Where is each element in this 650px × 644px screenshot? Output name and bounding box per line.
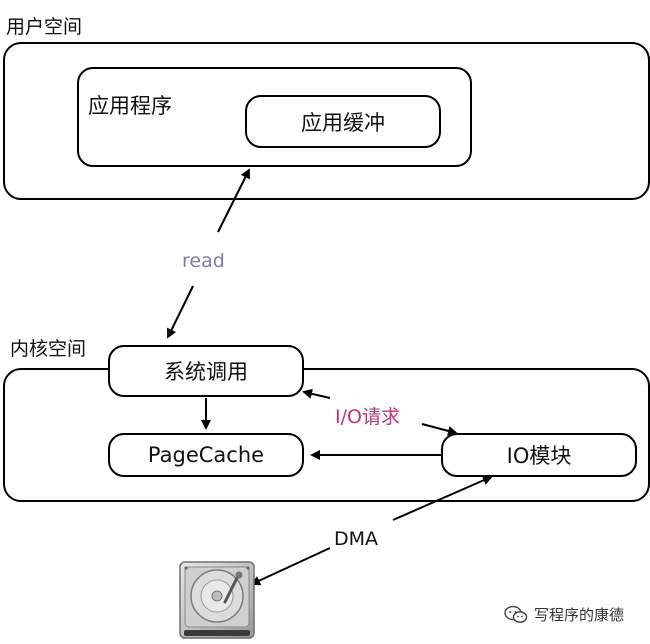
watermark-text: 写程序的康德: [534, 606, 625, 624]
read-label: read: [178, 250, 229, 272]
application-buffer-box: 应用缓冲: [245, 95, 441, 148]
dma-arrow-down: [250, 547, 331, 586]
watermark: 写程序的康德: [504, 604, 624, 625]
io-request-arrow-right: [421, 423, 458, 436]
kernel-space-title: 内核空间: [10, 338, 87, 360]
io-request-label: I/O请求: [331, 402, 404, 429]
hard-disk-icon: [179, 561, 255, 639]
dma-label: DMA: [330, 528, 383, 550]
dma-arrow-up: [392, 475, 493, 521]
read-arrow-upper: [217, 168, 250, 233]
read-arrow-lower: [167, 285, 194, 339]
system-call-box: 系统调用: [108, 345, 304, 397]
io-request-arrow-left: [302, 388, 331, 399]
user-space-title: 用户空间: [6, 16, 83, 38]
wechat-icon: [504, 605, 528, 623]
io-module-box: IO模块: [441, 433, 637, 477]
application-label: 应用程序: [88, 94, 172, 118]
page-cache-box: PageCache: [108, 433, 304, 477]
